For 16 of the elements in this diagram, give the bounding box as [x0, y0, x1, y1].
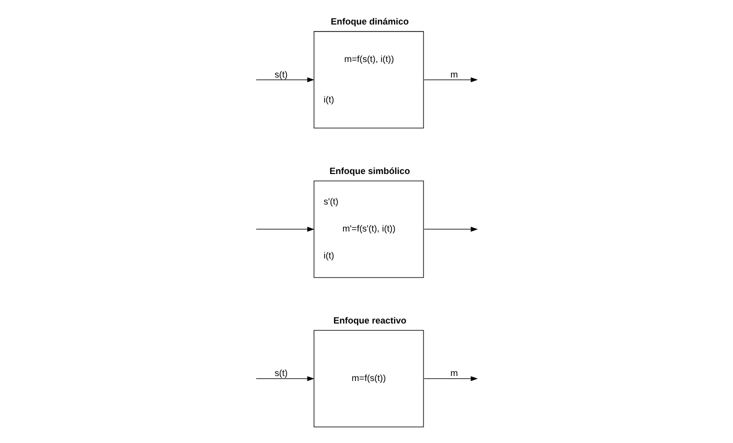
arrow — [424, 376, 478, 382]
arrow — [256, 77, 314, 82]
node-box: s'(t) m'=f(s'(t), i(t)) i(t) — [314, 180, 424, 278]
node-label: Enfoque dinámico — [330, 16, 409, 27]
node-box: m=f(s(t), i(t)) i(t) — [314, 31, 424, 128]
arrow — [424, 226, 478, 232]
arrow — [256, 376, 314, 382]
arrow — [256, 226, 314, 232]
node-label: Enfoque reactivo — [333, 315, 406, 326]
node-box: m=f(s(t)) — [314, 330, 424, 428]
edge-label: m — [450, 368, 458, 378]
node-label: Enfoque simbólico — [329, 166, 410, 176]
edge-label: m — [450, 69, 458, 80]
edge-label: s(t) — [274, 368, 288, 378]
arrow — [424, 77, 478, 82]
edge-label: s(t) — [274, 69, 288, 80]
